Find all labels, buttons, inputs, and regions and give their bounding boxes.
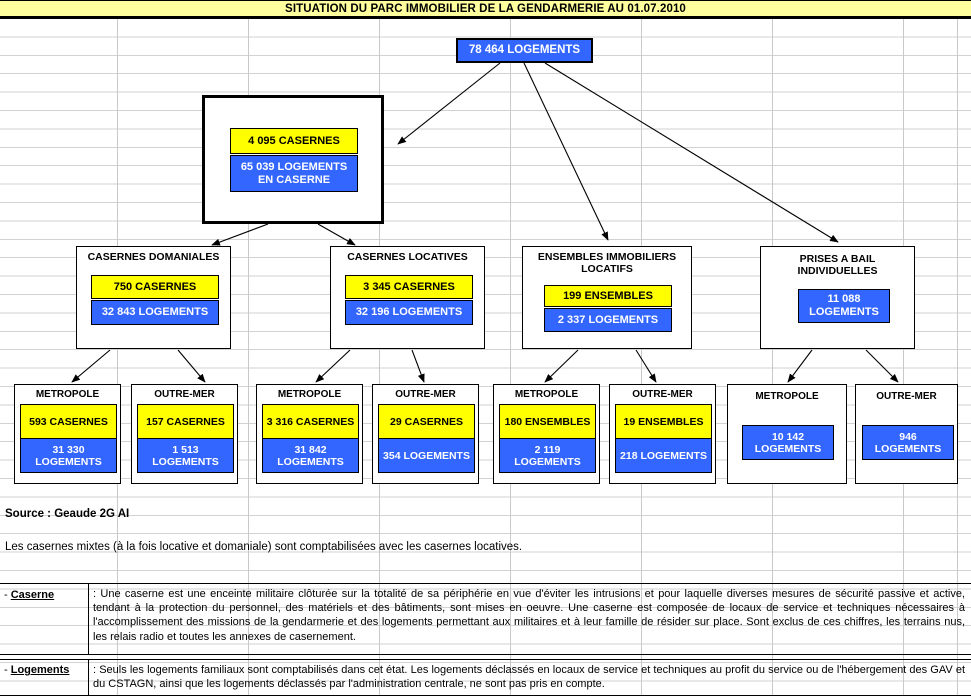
arrow-root-to-prises-bail — [544, 62, 839, 243]
node-casernes-domaniales[interactable]: CASERNES DOMANIALES 750 CASERNES 32 843 … — [76, 246, 231, 349]
total-logements-value: 78 464 LOGEMENTS — [458, 40, 591, 61]
domaniales-outremer-casernes: 157 CASERNES — [137, 404, 234, 439]
page-title: SITUATION DU PARC IMMOBILIER DE LA GENDA… — [285, 2, 686, 15]
casernes-locatives-logements: 32 196 LOGEMENTS — [345, 300, 473, 325]
node-ensembles-outremer[interactable]: OUTRE-MER 19 ENSEMBLES 218 LOGEMENTS — [609, 384, 716, 484]
casernes-locatives-casernes: 3 345 CASERNES — [345, 275, 473, 299]
definition-row-caserne: - Caserne : Une caserne est une enceinte… — [0, 583, 971, 655]
arrow-casernes-to-locatives — [317, 223, 356, 246]
arrow-domaniales-to-metropole — [71, 349, 111, 383]
node-prises-a-bail-individuelles[interactable]: PRISES A BAIL INDIVIDUELLES 11 088 LOGEM… — [760, 246, 915, 349]
definition-separator-logements — [88, 660, 89, 695]
definition-body-caserne: : Une caserne est une enceinte militaire… — [93, 588, 965, 643]
casernes-domaniales-title: CASERNES DOMANIALES — [87, 251, 220, 263]
domaniales-metropole-title: METROPOLE — [35, 389, 100, 400]
arrow-root-to-casernes — [397, 62, 501, 145]
source-note: Source : Geaude 2G AI — [5, 508, 130, 520]
node-casernes-group[interactable]: 4 095 CASERNES 65 039 LOGEMENTS EN CASER… — [202, 95, 384, 224]
casernes-domaniales-logements: 32 843 LOGEMENTS — [91, 300, 219, 325]
ensembles-metropole-logements: 2 119 LOGEMENTS — [499, 438, 596, 473]
logements-en-caserne-chip: 65 039 LOGEMENTS EN CASERNE — [230, 155, 358, 192]
node-locatives-outremer[interactable]: OUTRE-MER 29 CASERNES 354 LOGEMENTS — [372, 384, 479, 484]
casernes-total-chip: 4 095 CASERNES — [230, 128, 358, 154]
arrow-root-to-ensembles — [523, 62, 609, 241]
locatives-outremer-logements: 354 LOGEMENTS — [378, 438, 475, 473]
casernes-domaniales-casernes: 750 CASERNES — [91, 275, 219, 299]
arrow-ensembles-to-metropole — [544, 349, 579, 383]
node-locatives-metropole[interactable]: METROPOLE 3 316 CASERNES 31 842 LOGEMENT… — [256, 384, 363, 484]
arrow-casernes-to-domaniales — [211, 223, 269, 246]
ensembles-immobiliers-ensembles: 199 ENSEMBLES — [544, 285, 672, 307]
ensembles-outremer-ensembles: 19 ENSEMBLES — [615, 404, 712, 439]
definition-row-logements: - Logements : Seuls les logements famili… — [0, 659, 971, 696]
node-ensembles-immobiliers-locatifs[interactable]: ENSEMBLES IMMOBILIERS LOCATIFS 199 ENSEM… — [522, 246, 692, 349]
prises-a-bail-title: PRISES A BAIL INDIVIDUELLES — [797, 253, 878, 277]
arrow-prisesbail-to-metropole — [787, 349, 813, 383]
prises-a-bail-logements: 11 088 LOGEMENTS — [798, 289, 890, 323]
prisesbail-metropole-title: METROPOLE — [755, 391, 819, 402]
domaniales-outremer-title: OUTRE-MER — [154, 389, 215, 400]
definition-term-caserne: - Caserne — [4, 589, 54, 601]
arrow-locatives-to-outremer — [411, 349, 425, 383]
node-total-logements[interactable]: 78 464 LOGEMENTS — [456, 38, 593, 63]
prisesbail-outremer-logements: 946 LOGEMENTS — [862, 425, 954, 460]
definition-body-logements: : Seuls les logements familiaux sont com… — [93, 664, 965, 691]
domaniales-metropole-logements: 31 330 LOGEMENTS — [20, 438, 117, 473]
definition-term-logements: - Logements — [4, 664, 69, 676]
ensembles-outremer-title: OUTRE-MER — [632, 389, 693, 400]
locatives-outremer-title: OUTRE-MER — [395, 389, 456, 400]
node-ensembles-metropole[interactable]: METROPOLE 180 ENSEMBLES 2 119 LOGEMENTS — [493, 384, 600, 484]
definition-term-label-logements: Logements — [10, 664, 70, 676]
locatives-outremer-casernes: 29 CASERNES — [378, 404, 475, 439]
ensembles-immobiliers-logements: 2 337 LOGEMENTS — [544, 308, 672, 332]
node-domaniales-outremer[interactable]: OUTRE-MER 157 CASERNES 1 513 LOGEMENTS — [131, 384, 238, 484]
ensembles-metropole-title: METROPOLE — [514, 389, 579, 400]
node-domaniales-metropole[interactable]: METROPOLE 593 CASERNES 31 330 LOGEMENTS — [14, 384, 121, 484]
prisesbail-metropole-logements: 10 142 LOGEMENTS — [742, 425, 834, 460]
ensembles-metropole-ensembles: 180 ENSEMBLES — [499, 404, 596, 439]
locatives-metropole-title: METROPOLE — [277, 389, 342, 400]
domaniales-outremer-logements: 1 513 LOGEMENTS — [137, 438, 234, 473]
arrow-locatives-to-metropole — [315, 349, 351, 383]
locatives-metropole-logements: 31 842 LOGEMENTS — [262, 438, 359, 473]
arrow-domaniales-to-outremer — [177, 349, 206, 383]
domaniales-metropole-casernes: 593 CASERNES — [20, 404, 117, 439]
mixte-note: Les casernes mixtes (à la fois locative … — [5, 541, 523, 553]
definition-term-prefix-logements: - — [4, 664, 11, 676]
page-title-banner: SITUATION DU PARC IMMOBILIER DE LA GENDA… — [0, 0, 971, 19]
casernes-locatives-title: CASERNES LOCATIVES — [347, 251, 468, 263]
definition-term-label-caserne: Caserne — [10, 589, 55, 601]
locatives-metropole-casernes: 3 316 CASERNES — [262, 404, 359, 439]
prisesbail-outremer-title: OUTRE-MER — [876, 391, 937, 402]
ensembles-outremer-logements: 218 LOGEMENTS — [615, 438, 712, 473]
arrow-ensembles-to-outremer — [635, 349, 657, 383]
definition-separator-caserne — [88, 584, 89, 654]
node-prisesbail-outremer[interactable]: OUTRE-MER 946 LOGEMENTS — [855, 384, 958, 484]
definition-term-prefix-caserne: - — [4, 589, 11, 601]
arrow-prisesbail-to-outremer — [865, 349, 899, 383]
node-casernes-locatives[interactable]: CASERNES LOCATIVES 3 345 CASERNES 32 196… — [330, 246, 485, 349]
node-prisesbail-metropole[interactable]: METROPOLE 10 142 LOGEMENTS — [727, 384, 847, 484]
ensembles-immobiliers-title: ENSEMBLES IMMOBILIERS LOCATIFS — [537, 251, 677, 275]
